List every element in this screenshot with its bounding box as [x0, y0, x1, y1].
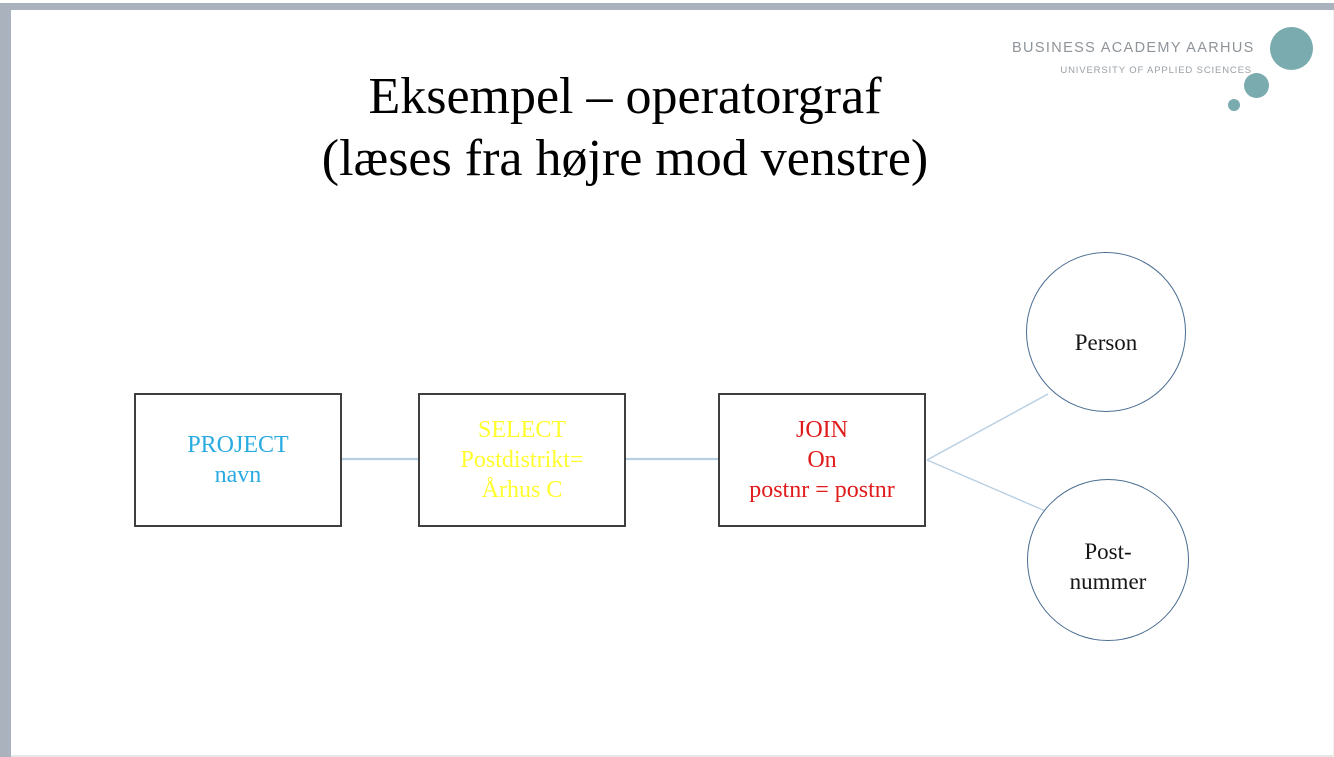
operator-node-join-label: JOIN On postnr = postnr — [749, 417, 895, 503]
relation-node-person[interactable]: Person — [1026, 252, 1186, 412]
logo-circle-small-icon — [1228, 99, 1240, 111]
operator-node-select[interactable]: SELECT Postdistrikt= Århus C — [418, 393, 626, 527]
operator-node-select-label: SELECT Postdistrikt= Århus C — [460, 417, 584, 503]
operator-node-join[interactable]: JOIN On postnr = postnr — [718, 393, 926, 527]
logo-circle-large-icon — [1270, 27, 1313, 70]
business-academy-aarhus-logo: BUSINESS ACADEMY AARHUS UNIVERSITY OF AP… — [1000, 27, 1320, 120]
relation-node-postnummer-label: Post- nummer — [1069, 539, 1147, 594]
logo-tagline-text: UNIVERSITY OF APPLIED SCIENCES — [1060, 65, 1252, 76]
frame-left-bar — [0, 3, 11, 757]
slide-title: Eksempel – operatorgraf (læses fra højre… — [90, 66, 1160, 190]
operator-node-project-label: PROJECT navn — [187, 432, 289, 488]
relation-node-postnummer[interactable]: Post- nummer — [1027, 479, 1189, 641]
operator-node-project[interactable]: PROJECT navn — [134, 393, 342, 527]
edge-join-person — [926, 393, 1049, 461]
slide-title-line-2: (læses fra højre mod venstre) — [321, 130, 929, 187]
edge-join-postnummer — [926, 459, 1051, 514]
relation-node-person-label: Person — [1074, 330, 1138, 355]
slide-title-line-1: Eksempel – operatorgraf — [368, 68, 882, 125]
frame-top-bar — [0, 3, 1334, 10]
logo-circle-medium-icon — [1244, 73, 1269, 98]
frame-bottom-rule — [11, 755, 1334, 757]
logo-name-text: BUSINESS ACADEMY AARHUS — [1012, 40, 1255, 56]
